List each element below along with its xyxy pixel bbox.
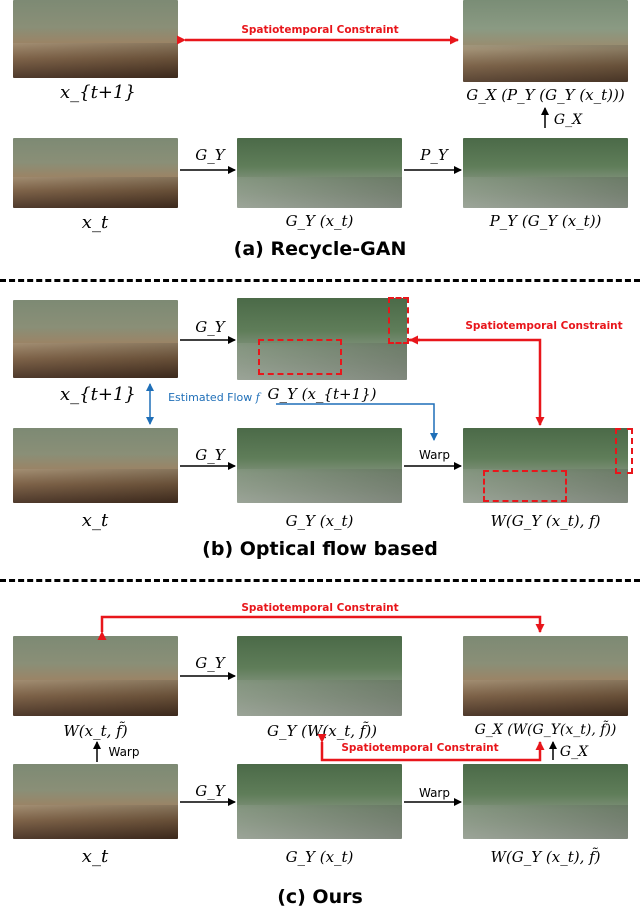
label-b-w-gy: W(G_Y (x_t), f) <box>490 512 601 530</box>
arrow-b-flow-to-warp <box>276 403 438 441</box>
image-a-xt <box>13 138 178 208</box>
label-b-warp: Warp <box>418 448 450 462</box>
label-b-gy: G_Y <box>195 318 225 336</box>
image-c-warped <box>463 764 628 839</box>
image-c-gx-w <box>463 636 628 716</box>
separator-2 <box>0 579 640 582</box>
label-a-gx: G_X <box>553 112 583 128</box>
label-b-xt: x_t <box>81 510 109 531</box>
label-a-py-gy-xt: P_Y (G_Y (x_t)) <box>489 212 602 230</box>
label-b-constraint: Spatiotemporal Constraint <box>465 320 623 332</box>
label-b-flow-f: f <box>255 391 260 404</box>
image-a-gx-output <box>463 0 628 82</box>
label-c-w-gy: W(G_Y (x_t), f̃) <box>490 848 601 866</box>
separator-1 <box>0 279 640 282</box>
image-a-gy-xt <box>237 138 402 208</box>
label-c-w-xt: W(x_t, f̃) <box>63 722 128 740</box>
label-a-gx-py: G_X (P_Y (G_Y (x_t))) <box>466 86 625 104</box>
highlight-b-gy-xt1-edge <box>388 297 409 344</box>
label-c-constraint-top: Spatiotemporal Constraint <box>241 602 399 614</box>
label-c-gy2: G_Y <box>195 782 225 800</box>
image-c-gy-xt <box>237 764 402 839</box>
label-a-gy: G_Y <box>195 146 225 164</box>
label-b-gy2: G_Y <box>195 446 225 464</box>
image-c-gy-w <box>237 636 402 716</box>
image-b-warped <box>463 428 628 503</box>
caption-a: (a) Recycle-GAN <box>233 238 407 260</box>
label-b-gy-xt1: G_Y (x_{t+1}) <box>267 385 377 403</box>
label-c-warp-right: Warp <box>418 786 450 800</box>
label-b-gy-xt: G_Y (x_t) <box>285 512 354 530</box>
label-c-gy-xt: G_Y (x_t) <box>285 848 354 866</box>
caption-c: (c) Ours <box>277 886 363 908</box>
image-b-xt <box>13 428 178 503</box>
image-a-xt1 <box>13 0 178 78</box>
label-b-flow: Estimated Flow f <box>154 391 274 404</box>
label-a-xt1: x_{t+1} <box>60 82 136 103</box>
label-c-gx: G_X <box>559 744 589 760</box>
caption-b: (b) Optical flow based <box>202 538 438 560</box>
label-a-xt: x_t <box>81 212 109 233</box>
label-a-gy-xt: G_Y (x_t) <box>285 212 354 230</box>
label-a-constraint: Spatiotemporal Constraint <box>241 24 399 36</box>
label-c-warp-up: Warp <box>108 745 140 759</box>
arrow-c-constraint-top <box>97 615 545 640</box>
image-a-py-output <box>463 138 628 208</box>
image-c-xt <box>13 764 178 839</box>
label-a-py: P_Y <box>420 146 448 164</box>
image-b-gy-xt <box>237 428 402 503</box>
highlight-b-warped-region <box>483 470 567 502</box>
image-b-xt1 <box>13 300 178 378</box>
arrow-b-constraint <box>409 338 545 426</box>
highlight-b-warped-edge <box>615 428 633 474</box>
label-c-xt: x_t <box>81 846 109 867</box>
image-c-w-xt <box>13 636 178 716</box>
highlight-b-gy-xt1-region <box>258 339 342 375</box>
label-b-flow-text: Estimated Flow <box>168 391 253 404</box>
label-b-xt1: x_{t+1} <box>60 384 136 405</box>
label-c-gy: G_Y <box>195 654 225 672</box>
arrow-c-constraint-mid <box>317 734 545 762</box>
